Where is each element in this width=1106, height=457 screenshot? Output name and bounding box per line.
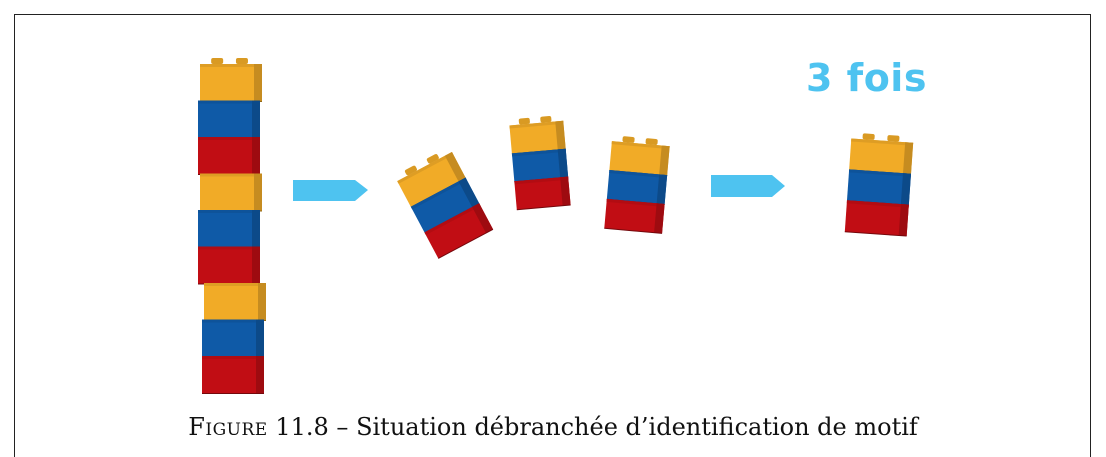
- caption-label: Figure: [188, 413, 268, 441]
- red-brick: [604, 198, 665, 234]
- yellow-brick: [200, 58, 262, 102]
- yellow-brick: [204, 283, 266, 321]
- arrow-right-icon: [711, 175, 785, 197]
- caption-text: Situation débranchée d’identification de…: [356, 413, 918, 441]
- repeat-count-label: 3 fois: [806, 56, 927, 100]
- pattern-tower-1: [397, 152, 494, 259]
- pattern-tower-3: [604, 136, 670, 234]
- blue-brick: [198, 100, 260, 139]
- caption-separator: –: [336, 413, 349, 441]
- caption-number: 11.8: [275, 413, 329, 441]
- blue-brick: [511, 148, 569, 183]
- blue-brick: [198, 210, 260, 248]
- tall-brick-stack: [198, 58, 266, 394]
- yellow-brick: [849, 133, 914, 175]
- red-brick: [514, 176, 571, 211]
- pattern-tower-result: [844, 133, 914, 237]
- yellow-brick: [609, 136, 670, 177]
- red-brick: [202, 356, 264, 394]
- figure-scene: 3 fois: [198, 56, 927, 394]
- lego-illustration: [198, 58, 914, 394]
- arrow-right-icon: [293, 180, 368, 201]
- blue-brick: [410, 177, 480, 234]
- figure-caption: Figure 11.8 – Situation débranchée d’ide…: [0, 413, 1106, 441]
- yellow-brick: [509, 116, 566, 155]
- blue-brick: [606, 170, 668, 205]
- yellow-brick: [200, 173, 262, 212]
- blue-brick: [846, 169, 912, 206]
- red-brick: [198, 137, 260, 175]
- figure-frame: [14, 14, 1091, 457]
- red-brick: [198, 246, 260, 285]
- red-brick: [844, 200, 909, 237]
- red-brick: [424, 203, 494, 259]
- blue-brick: [202, 319, 264, 358]
- pattern-tower-2: [509, 116, 571, 211]
